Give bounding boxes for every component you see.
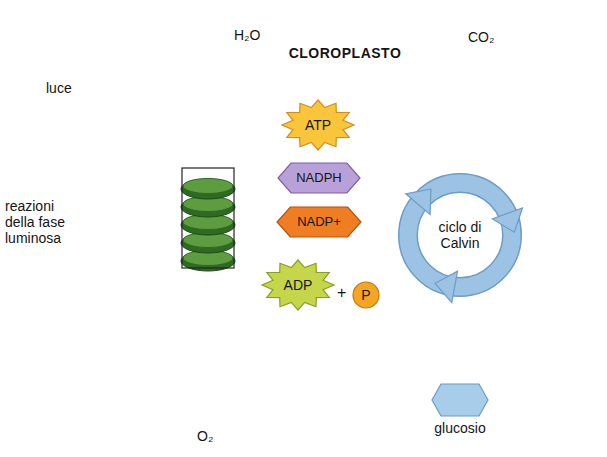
light-ray-head xyxy=(146,178,176,206)
thylakoid-disc xyxy=(181,179,235,199)
nadp-hexagon: NADP+ xyxy=(277,207,361,237)
hydrogen-atom xyxy=(216,19,226,29)
flow-arrow xyxy=(242,192,279,205)
flow-arrow xyxy=(387,272,403,282)
hexagon-shape xyxy=(277,207,361,237)
light-label: luce xyxy=(46,80,72,96)
thylakoid-stack-shape xyxy=(176,164,240,272)
glucose-hexagon-shape xyxy=(432,384,488,416)
oxygen-arrow-head xyxy=(186,372,234,394)
chloroplast-membrane xyxy=(31,66,592,398)
thylakoid-disc xyxy=(183,179,233,194)
co2-arrow-shaft xyxy=(421,36,443,154)
hexagon-shape xyxy=(432,384,488,416)
formula-label: O₂ xyxy=(197,428,213,444)
calvin-cycle: ciclo di Calvin xyxy=(395,170,525,300)
chloroplast-membrane xyxy=(31,66,592,398)
flow-arrow xyxy=(349,190,389,206)
light-ray-head xyxy=(148,147,175,172)
node-label: ADP xyxy=(284,277,313,293)
cycle-arrow-head xyxy=(435,271,458,303)
flow-arrow xyxy=(251,219,274,221)
light-ray xyxy=(30,139,152,186)
callout-label: glucosio xyxy=(410,420,510,436)
node-label: NADPH xyxy=(296,171,342,186)
cycle-arrow-head xyxy=(492,208,522,232)
node-label: NADP+ xyxy=(297,215,341,230)
glucose-hexagon: glucosio xyxy=(432,384,488,416)
formula-label: H₂O xyxy=(234,27,260,43)
star-shape xyxy=(282,100,354,150)
thylakoid-disc xyxy=(181,197,235,217)
oxygen-atom xyxy=(193,400,209,416)
callout-label: reazioni della fase luminosa xyxy=(5,198,87,246)
flow-arrow xyxy=(246,246,271,265)
callout-box xyxy=(182,168,234,268)
phosphate-circle: P xyxy=(352,281,380,309)
adp-star: ADP xyxy=(262,260,334,310)
leader-line xyxy=(84,214,182,216)
thylakoid-stack: reazioni della fase luminosa xyxy=(176,164,240,272)
node-label: P xyxy=(361,287,370,303)
star-shape xyxy=(262,260,334,310)
node-label: ATP xyxy=(305,117,331,133)
water-arrow-head xyxy=(188,140,232,166)
cycle-arrow-head xyxy=(406,189,431,215)
carbon-atom xyxy=(424,10,441,27)
flow-arrow xyxy=(239,151,287,191)
node-label: ciclo di Calvin xyxy=(428,219,492,251)
nadph-hexagon: NADPH xyxy=(278,163,360,193)
oxygen-atom xyxy=(201,8,219,26)
oxygen-atom xyxy=(208,394,224,410)
thylakoid-disc xyxy=(181,233,235,253)
oxygen-atom xyxy=(439,11,454,26)
chloroplast-membrane xyxy=(31,66,592,398)
light-ray xyxy=(36,105,156,152)
atp-star: ATP xyxy=(282,100,354,150)
plus-sign: + xyxy=(337,284,346,302)
chloroplast: reazioni della fase luminosa ATP NADPH NADP… xyxy=(25,45,595,415)
light-ray xyxy=(30,139,152,186)
hexagon-shape xyxy=(278,163,360,193)
circle-shape xyxy=(353,282,379,308)
flow-arrow xyxy=(371,227,393,229)
formula-label: CO₂ xyxy=(468,29,494,45)
hydrogen-atom xyxy=(194,19,204,29)
light-ray xyxy=(36,105,156,152)
thylakoid-disc xyxy=(181,215,235,235)
callout-label: CLOROPLASTO xyxy=(285,45,405,61)
oxygen-atom xyxy=(411,11,426,26)
